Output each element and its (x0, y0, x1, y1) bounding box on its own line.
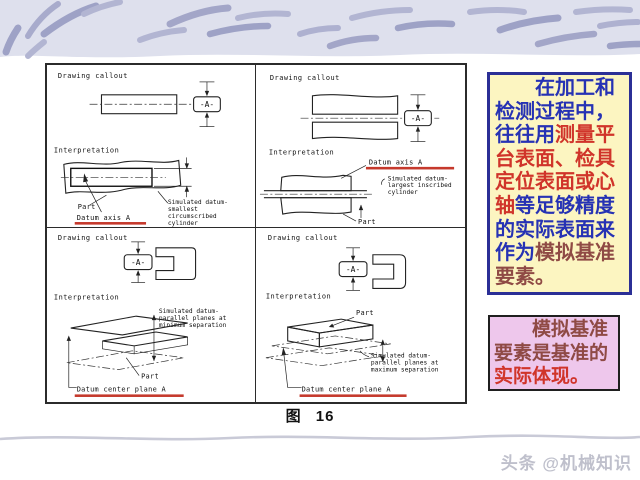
datum-axis-label: Datum axis A (77, 214, 131, 222)
note-segment: 测量平台表面、检具定位表面或心轴 (495, 124, 615, 217)
interpretation-label: Interpretation (269, 148, 334, 156)
quadrant-center-plane-tab: Drawing callout -A- Interpretation Part (256, 228, 465, 403)
svg-text:Simulated datum-: Simulated datum- (168, 199, 228, 206)
drawing-callout-label: Drawing callout (268, 234, 338, 242)
datum-tag: -A- (131, 258, 145, 267)
quadrant-center-plane-slot: Drawing callout -A- Interpretation Simul… (47, 228, 256, 404)
svg-text:Simulated datum-: Simulated datum- (388, 175, 448, 182)
part-front-face (287, 326, 320, 348)
interpretation-label: Interpretation (266, 292, 331, 300)
quadrant-datum-axis-hole: Drawing callout -A- Interpretation Datum… (256, 65, 465, 228)
svg-text:maximum separation: maximum separation (371, 367, 439, 374)
part-leader (331, 316, 355, 327)
datum-tag-box (338, 261, 368, 278)
interpretation-label: Interpretation (54, 146, 119, 154)
datum-tag: -A- (346, 265, 360, 274)
simulated-datum-note: Simulated datum- parallel planes at maxi… (359, 350, 439, 374)
part-label: Part (356, 309, 374, 317)
datum-tag-box (123, 254, 153, 271)
hole-block-bottom (311, 121, 399, 140)
part-leader (343, 213, 357, 222)
red-underline (74, 394, 184, 397)
datum-leader (341, 165, 367, 179)
datum-tag-box (193, 96, 221, 113)
part-leader (89, 194, 107, 206)
figure-caption: 图 16 (285, 408, 335, 425)
datum-tag: -A- (200, 100, 214, 109)
lower-plane (66, 350, 184, 370)
header-brush-band (0, 0, 640, 59)
datum-center-plane-label: Datum center plane A (302, 385, 392, 393)
datum-tag-box (404, 110, 432, 127)
drawing-callout-label: Drawing callout (270, 74, 340, 82)
red-underline (365, 166, 455, 170)
svg-text:largest inscribed: largest inscribed (388, 182, 452, 189)
drawing-callout-label: Drawing callout (58, 234, 128, 242)
figure-16: Drawing callout -A- Interpretation (45, 63, 467, 404)
datum-axis-label: Datum axis A (369, 158, 423, 166)
part-top-band (280, 174, 352, 192)
svg-text:minimum separation: minimum separation (159, 322, 227, 329)
note-segment: 等足够精度的实际表面来作为 (495, 194, 615, 265)
red-underline (299, 394, 407, 397)
svg-text:cylinder: cylinder (168, 220, 198, 227)
datum-dimension (199, 81, 215, 127)
datum-dimension (346, 247, 361, 291)
tab-feature (372, 254, 407, 289)
datum-dimension (410, 94, 426, 142)
dimension-arrow (358, 204, 364, 219)
upper-plane (70, 315, 188, 336)
note-text: 模拟基准要素是基准的实际体现。 (494, 318, 614, 389)
simulated-datum-note: Simulated datum- largest inscribed cylin… (381, 175, 452, 196)
datum-leader (283, 352, 302, 388)
part-top-face (102, 331, 188, 347)
svg-text:circumscribed: circumscribed (168, 213, 217, 220)
svg-text:parallel planes at: parallel planes at (159, 315, 227, 322)
part-side-face (134, 336, 188, 355)
simulated-datum-note: Simulated datum- parallel planes at mini… (159, 308, 227, 329)
datum-tag: -A- (411, 114, 425, 123)
note-text: 在加工和检测过程中，往往用测量平台表面、检具定位表面或心轴等足够精度的实际表面来… (495, 77, 624, 289)
leader-line (157, 191, 169, 204)
bottom-wave-line (0, 434, 640, 441)
simulated-datum-note: Simulated datum- smallest circumscribed … (168, 199, 228, 227)
note-segment: 实际体现。 (494, 366, 590, 387)
note-box-simulated-datum: 在加工和检测过程中，往往用测量平台表面、检具定位表面或心轴等足够精度的实际表面来… (487, 72, 632, 295)
red-underline (74, 222, 147, 225)
separation-dimension (380, 339, 385, 363)
watermark: 头条 @机械知识 (500, 454, 632, 473)
note-segment: 模拟基准要素。 (495, 242, 615, 288)
slot-feature (155, 247, 197, 281)
hole-block-top (311, 94, 399, 115)
interpretation-label: Interpretation (54, 293, 119, 301)
svg-text:smallest: smallest (168, 206, 198, 213)
upper-plane (271, 335, 391, 355)
svg-text:Simulated datum-: Simulated datum- (371, 353, 431, 360)
svg-text:Simulated datum-: Simulated datum- (159, 308, 219, 315)
part-front-face (102, 340, 135, 355)
part-wavy-outline (63, 159, 182, 194)
datum-center-plane-label: Datum center plane A (77, 385, 167, 393)
note-segment: 在加工和检测过程中，往往用 (495, 77, 615, 147)
part-label: Part (358, 218, 376, 226)
svg-text:cylinder: cylinder (388, 189, 418, 196)
datum-dimension (131, 241, 146, 283)
quadrant-datum-axis-shaft: Drawing callout -A- Interpretation (47, 65, 256, 228)
datum-leader (68, 338, 77, 388)
part-leader (125, 357, 140, 376)
note-segment: 模拟基准要素是基准的 (494, 319, 609, 364)
part-label: Part (141, 373, 159, 381)
part-side-face (318, 324, 374, 348)
drawing-callout-label: Drawing callout (58, 72, 128, 80)
cylinder-dimension (153, 157, 192, 198)
svg-text:parallel planes at: parallel planes at (371, 360, 439, 367)
note-box-definition: 模拟基准要素是基准的实际体现。 (488, 315, 620, 391)
part-label: Part (78, 203, 96, 211)
lower-plane (265, 347, 385, 367)
datum-leader (84, 179, 102, 213)
part-bottom-band (280, 197, 352, 215)
separation-dimension (151, 314, 157, 362)
brush-strokes (2, 0, 640, 59)
